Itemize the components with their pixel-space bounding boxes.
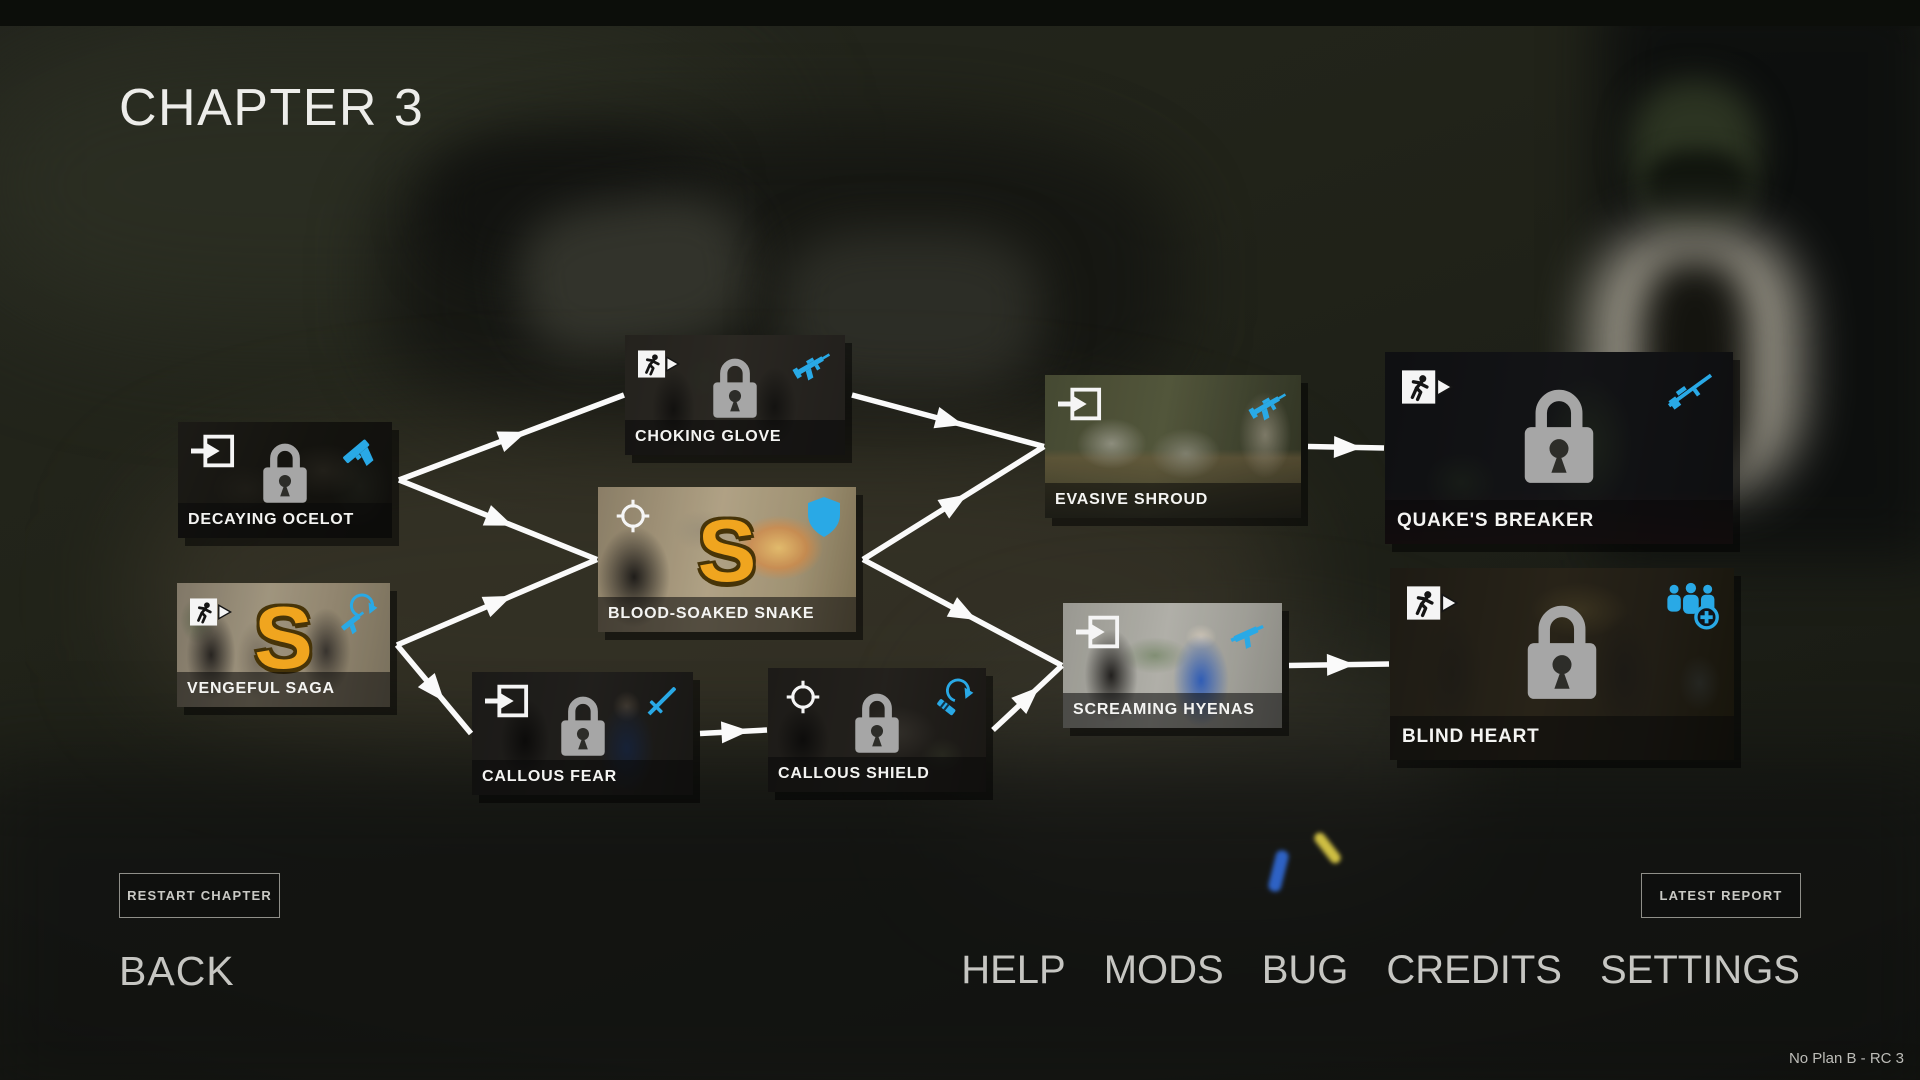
mission-card-callous-fear[interactable]: CALLOUS FEAR — [472, 672, 693, 795]
nav-credits[interactable]: CREDITS — [1386, 948, 1562, 992]
carbine-icon — [1247, 383, 1291, 427]
mission-title: BLIND HEART — [1390, 716, 1734, 760]
lock-icon — [1518, 384, 1600, 488]
shield-icon — [802, 495, 846, 539]
mission-title: EVASIVE SHROUD — [1045, 483, 1301, 518]
mission-title: VENGEFUL SAGA — [177, 672, 390, 707]
lock-icon — [557, 693, 609, 759]
crosshair-icon — [611, 498, 655, 534]
mission-card-decaying-ocelot[interactable]: DECAYING OCELOT — [178, 422, 392, 538]
lock-icon — [851, 690, 903, 756]
nav-bug[interactable]: BUG — [1261, 948, 1349, 992]
mission-card-quakes-breaker[interactable]: QUAKE'S BREAKER — [1385, 352, 1733, 544]
mission-title: SCREAMING HYENAS — [1063, 693, 1282, 728]
mission-card-blood-soaked-snake[interactable]: S BLOOD-SOAKED SNAKE — [598, 487, 856, 632]
smg-reload-icon — [336, 591, 380, 635]
exit-door-icon — [191, 433, 235, 469]
mission-card-evasive-shroud[interactable]: EVASIVE SHROUD — [1045, 375, 1301, 518]
taser-reload-icon — [932, 676, 976, 720]
crosshair-icon — [781, 679, 825, 715]
mission-title: QUAKE'S BREAKER — [1385, 500, 1733, 544]
lock-icon — [259, 440, 311, 506]
exit-door-icon — [485, 683, 529, 719]
sword-icon — [639, 680, 683, 724]
mission-card-vengeful-saga[interactable]: S VENGEFUL SAGA — [177, 583, 390, 707]
smg-icon — [1228, 611, 1272, 655]
escape-run-icon — [1402, 366, 1456, 408]
restart-chapter-button[interactable]: RESTART CHAPTER — [119, 873, 280, 918]
escape-run-icon — [1407, 582, 1461, 624]
mission-title: CALLOUS FEAR — [472, 760, 693, 795]
mission-card-callous-shield[interactable]: CALLOUS SHIELD — [768, 668, 986, 792]
back-button[interactable]: BACK — [119, 948, 235, 994]
escape-run-icon — [638, 346, 682, 382]
nav-settings[interactable]: SETTINGS — [1599, 948, 1800, 992]
team-add-icon — [1664, 578, 1720, 634]
mission-title: CHOKING GLOVE — [625, 420, 845, 455]
mission-title: DECAYING OCELOT — [178, 503, 392, 538]
background-character — [1645, 150, 1750, 230]
nav-mods[interactable]: MODS — [1103, 948, 1224, 992]
rank-badge: S — [697, 500, 757, 600]
nav-help[interactable]: HELP — [961, 948, 1066, 992]
carbine-icon — [791, 343, 835, 387]
mission-card-choking-glove[interactable]: CHOKING GLOVE — [625, 335, 845, 455]
background-blob — [0, 760, 1920, 1080]
lock-icon — [709, 355, 761, 421]
mission-card-blind-heart[interactable]: BLIND HEART — [1390, 568, 1734, 760]
version-label: No Plan B - RC 3 — [1788, 1050, 1904, 1067]
bottom-nav: HELP MODS BUG CREDITS SETTINGS — [961, 948, 1800, 993]
mission-title: CALLOUS SHIELD — [768, 757, 986, 792]
mission-card-screaming-hyenas[interactable]: SCREAMING HYENAS — [1063, 603, 1282, 728]
sniper-icon — [1663, 362, 1719, 418]
page-title: CHAPTER 3 — [119, 79, 425, 137]
exit-door-icon — [1076, 614, 1120, 650]
background-top-bar — [0, 0, 1920, 26]
mission-title: BLOOD-SOAKED SNAKE — [598, 597, 856, 632]
lock-icon — [1521, 600, 1603, 704]
exit-door-icon — [1058, 386, 1102, 422]
rank-badge: S — [254, 587, 313, 687]
escape-run-icon — [190, 594, 234, 630]
pistol-icon — [338, 430, 382, 474]
latest-report-button[interactable]: LATEST REPORT — [1641, 873, 1801, 918]
